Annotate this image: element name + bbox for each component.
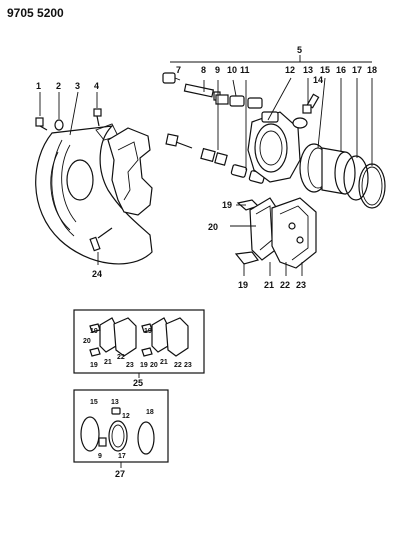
callout-8: 8 (201, 65, 206, 75)
callout-21: 21 (264, 280, 274, 290)
callout-2: 2 (56, 81, 61, 91)
piston-seal-17 (343, 155, 369, 201)
callout-19-upper: 19 (222, 200, 232, 210)
guide-pin-8 (183, 83, 221, 101)
callout-14: 14 (313, 75, 323, 85)
callout-4: 4 (94, 81, 99, 91)
inset27-15: 15 (90, 399, 98, 406)
bleeder-screw (302, 93, 320, 114)
callout-22: 22 (280, 280, 290, 290)
inset27-boot (80, 416, 100, 452)
inset25-20a: 20 (83, 338, 91, 345)
inset25-19d: 19 (140, 362, 148, 369)
bleeder-cap (292, 117, 308, 129)
inset25-19a: 19 (90, 328, 98, 335)
callout-1: 1 (36, 81, 41, 91)
callout-labels: 1 2 3 4 5 7 8 9 10 11 12 13 14 15 16 17 … (36, 45, 377, 290)
inset25-22a: 22 (117, 354, 125, 361)
callout-15: 15 (320, 65, 330, 75)
callout-18: 18 (367, 65, 377, 75)
inset27-ring (137, 421, 155, 455)
callout-7: 7 (176, 65, 181, 75)
inset27-9: 9 (98, 453, 102, 460)
leader-lines (39, 77, 373, 276)
diagram-code: 9705 5200 (7, 6, 64, 20)
boot-9 (215, 94, 229, 105)
callout-9: 9 (215, 65, 220, 75)
retaining-ring-18 (358, 163, 386, 209)
callout-17: 17 (352, 65, 362, 75)
inset-25-pads-left (89, 317, 137, 357)
inset27-13: 13 (111, 399, 119, 406)
inset-25: 19 20 19 21 22 23 19 20 19 21 22 23 25 (73, 309, 205, 388)
inset25-22b: 22 (174, 362, 182, 369)
pad-clip-19-lower (234, 251, 260, 265)
washer-2 (54, 119, 64, 131)
caliper-bracket (107, 127, 153, 216)
inset-25-pads-right (141, 317, 189, 357)
inset25-21b: 21 (160, 359, 168, 366)
inset27-12: 12 (122, 413, 130, 420)
inset25-19c: 19 (144, 328, 152, 335)
inset27-18: 18 (146, 409, 154, 416)
inset25-19b: 19 (90, 362, 98, 369)
callout-3: 3 (75, 81, 80, 91)
callout-11: 11 (240, 65, 250, 75)
inset27-piston (108, 420, 128, 452)
piston-16 (321, 147, 356, 195)
inset27-pin (98, 437, 107, 447)
caliper-body (247, 111, 301, 183)
inset25-21a: 21 (104, 359, 112, 366)
callout-5: 5 (297, 45, 302, 55)
inset25-20b: 20 (150, 362, 158, 369)
callout-19-lower: 19 (238, 280, 248, 290)
inset27-17: 17 (118, 453, 126, 460)
callout-20: 20 (208, 222, 218, 232)
bolt-24 (89, 227, 113, 252)
bushing-10 (229, 95, 245, 107)
inset27-cap (111, 407, 121, 415)
guide-pin-7 (162, 72, 176, 84)
dust-shield (35, 123, 153, 265)
lower-bolt (165, 133, 193, 149)
callout-12: 12 (285, 65, 295, 75)
callout-24: 24 (92, 269, 102, 279)
inset-27: 15 13 12 18 9 17 27 (73, 389, 169, 479)
bolt-4 (93, 108, 102, 127)
bushing-11 (247, 97, 263, 109)
callout-13: 13 (303, 65, 313, 75)
callout-bracket-5 (170, 55, 372, 63)
inset25-23a: 23 (126, 362, 134, 369)
callout-23: 23 (296, 280, 306, 290)
callout-16: 16 (336, 65, 346, 75)
inset-25-label: 25 (133, 378, 143, 388)
bolt-1 (35, 117, 48, 131)
inset-27-label: 27 (115, 469, 125, 479)
brake-pad-outer (271, 197, 317, 269)
inset25-23b: 23 (184, 362, 192, 369)
callout-10: 10 (227, 65, 237, 75)
